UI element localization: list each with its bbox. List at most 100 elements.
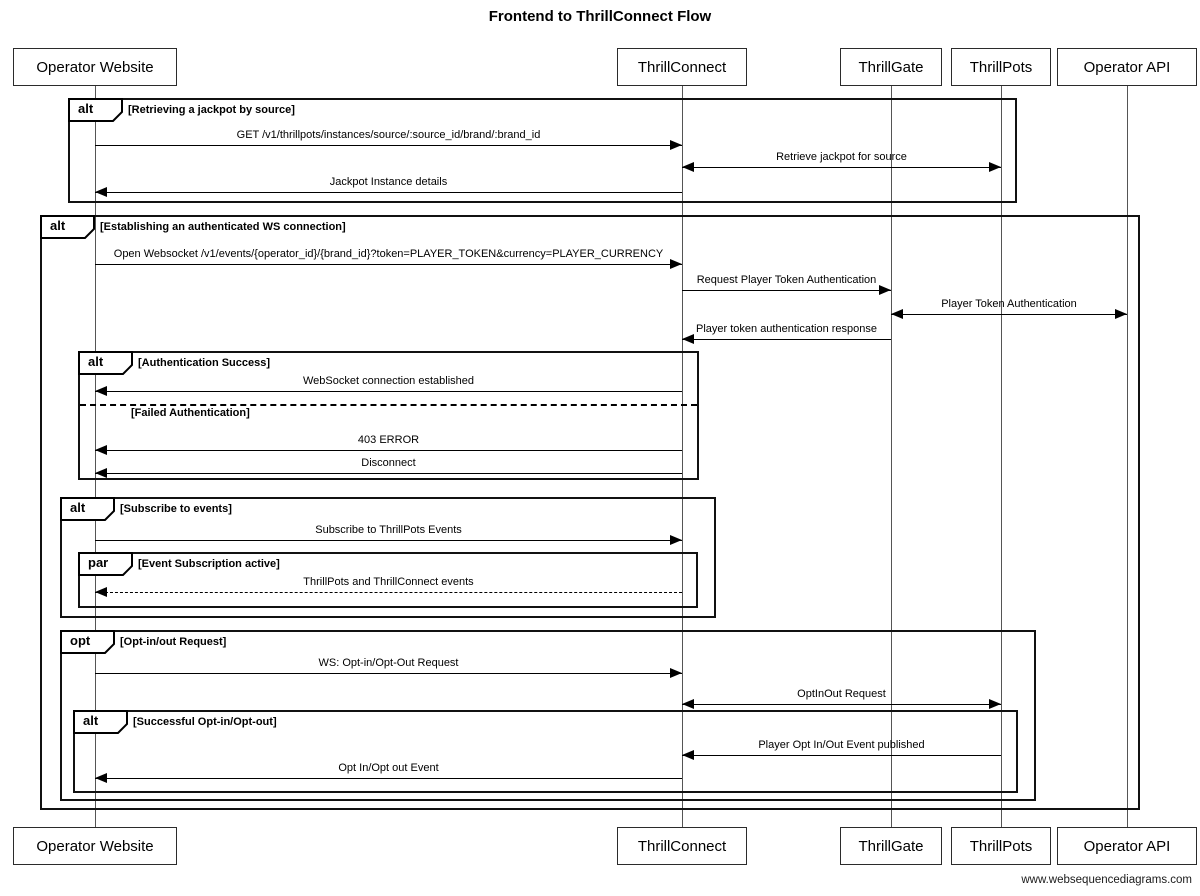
frame-alt-success-opt: alt [Successful Opt-in/Opt-out]	[73, 710, 1018, 793]
participant-label: ThrillConnect	[637, 837, 727, 855]
participant-label: ThrillGate	[858, 837, 924, 855]
frame-condition-label: [Establishing an authenticated WS connec…	[100, 221, 346, 233]
frame-operator-label: par	[78, 552, 134, 576]
participant-label: ThrillPots	[969, 837, 1033, 855]
frame-operator-text: alt	[88, 354, 104, 369]
participant-box-top-thrillconnect: ThrillConnect	[617, 48, 747, 86]
participant-box-bottom-operator-website: Operator Website	[13, 827, 177, 865]
arrowhead-left-icon	[95, 773, 107, 783]
frame-alt-subscribe: alt [Subscribe to events]	[60, 497, 716, 618]
arrowhead-left-icon	[95, 187, 107, 197]
arrowhead-left-icon	[95, 468, 107, 478]
message-label: Player token authentication response	[695, 323, 878, 335]
participant-box-top-thrillgate: ThrillGate	[840, 48, 942, 86]
frame-operator-text: alt	[50, 218, 66, 233]
message-label: Subscribe to ThrillPots Events	[315, 524, 462, 536]
frame-condition-label: [Authentication Success]	[138, 357, 271, 369]
frame-condition-label: [Retrieving a jackpot by source]	[128, 104, 295, 116]
watermark: www.websequencediagrams.com	[1021, 874, 1192, 886]
arrowhead-right-icon	[670, 259, 682, 269]
participant-box-bottom-thrillconnect: ThrillConnect	[617, 827, 747, 865]
frame-operator-pentagon-icon	[60, 497, 115, 521]
frame-alt-ws: alt [Establishing an authenticated WS con…	[40, 215, 1140, 810]
arrowhead-right-icon	[989, 699, 1001, 709]
message-line	[95, 192, 682, 193]
message-line	[95, 145, 682, 146]
participant-box-top-thrillpots: ThrillPots	[951, 48, 1051, 86]
message-line	[95, 592, 682, 593]
message-line	[891, 314, 1127, 315]
message-label: ThrillPots and ThrillConnect events	[303, 576, 474, 588]
message-line	[95, 473, 682, 474]
message-label: Request Player Token Authentication	[696, 274, 877, 286]
arrowhead-right-icon	[670, 535, 682, 545]
message-label: Disconnect	[361, 457, 416, 469]
frame-opt-optinout: opt [Opt-in/out Request]	[60, 630, 1036, 801]
message-label: 403 ERROR	[357, 434, 420, 446]
message-line	[682, 339, 891, 340]
arrowhead-right-icon	[989, 162, 1001, 172]
participant-box-bottom-thrillpots: ThrillPots	[951, 827, 1051, 865]
arrowhead-left-icon	[95, 445, 107, 455]
arrowhead-left-icon	[682, 334, 694, 344]
message-label: Opt In/Opt out Event	[338, 762, 439, 774]
message-label: Retrieve jackpot for source	[776, 151, 907, 163]
participant-box-bottom-thrillgate: ThrillGate	[840, 827, 942, 865]
message-line	[682, 755, 1001, 756]
arrowhead-right-icon	[670, 140, 682, 150]
frame-operator-text: alt	[78, 101, 94, 116]
message-label: Open Websocket /v1/events/{operator_id}/…	[113, 248, 664, 260]
arrowhead-left-icon	[682, 750, 694, 760]
diagram-title: Frontend to ThrillConnect Flow	[488, 8, 712, 25]
message-line	[95, 540, 682, 541]
participant-label: ThrillConnect	[637, 58, 727, 76]
frame-operator-label: alt	[78, 351, 134, 375]
frame-operator-label: opt	[60, 630, 116, 654]
frame-operator-pentagon-icon	[60, 630, 115, 654]
frame-operator-label: alt	[60, 497, 116, 521]
frame-condition-label: [Subscribe to events]	[120, 503, 232, 515]
lifeline-operator-website	[95, 86, 96, 827]
lifeline-operator-api	[1127, 86, 1128, 827]
participant-box-top-operator-api: Operator API	[1057, 48, 1197, 86]
frame-par-events: par [Event Subscription active]	[78, 552, 698, 608]
frame-operator-label: alt	[73, 710, 129, 734]
frame-else-condition-label: [Failed Authentication]	[131, 407, 250, 419]
message-label: OptInOut Request	[797, 688, 886, 700]
frame-condition-label: [Event Subscription active]	[138, 558, 280, 570]
message-line	[95, 673, 682, 674]
frame-operator-pentagon-icon	[78, 351, 133, 375]
participant-label: Operator API	[1083, 58, 1171, 76]
frame-condition-label: [Successful Opt-in/Opt-out]	[133, 716, 277, 728]
frame-alt-auth: alt [Authentication Success] [Failed Authe…	[78, 351, 699, 480]
message-label: Player Opt In/Out Event published	[758, 739, 925, 751]
participant-box-top-operator-website: Operator Website	[13, 48, 177, 86]
frame-operator-label: alt	[68, 98, 124, 122]
message-line	[682, 704, 1001, 705]
arrowhead-left-icon	[682, 162, 694, 172]
arrowhead-left-icon	[682, 699, 694, 709]
frame-operator-text: alt	[70, 500, 86, 515]
frame-operator-text: par	[88, 555, 109, 570]
participant-label: Operator Website	[36, 837, 154, 855]
frame-operator-pentagon-icon	[73, 710, 128, 734]
lifeline-thrillconnect	[682, 86, 683, 827]
message-label: Player Token Authentication	[941, 298, 1077, 310]
participant-box-bottom-operator-api: Operator API	[1057, 827, 1197, 865]
frame-operator-text: opt	[70, 633, 91, 648]
message-line	[95, 264, 682, 265]
message-line	[682, 290, 891, 291]
message-label: WS: Opt-in/Opt-Out Request	[318, 657, 459, 669]
frame-operator-label: alt	[40, 215, 96, 239]
frame-condition-label: [Opt-in/out Request]	[120, 636, 227, 648]
frame-operator-pentagon-icon	[78, 552, 133, 576]
lifeline-thrillgate	[891, 86, 892, 827]
frame-else-divider	[80, 404, 697, 406]
message-line	[682, 167, 1001, 168]
arrowhead-left-icon	[95, 587, 107, 597]
message-line	[95, 450, 682, 451]
message-label: GET /v1/thrillpots/instances/source/:sou…	[236, 129, 541, 141]
participant-label: ThrillGate	[858, 58, 924, 76]
arrowhead-left-icon	[891, 309, 903, 319]
